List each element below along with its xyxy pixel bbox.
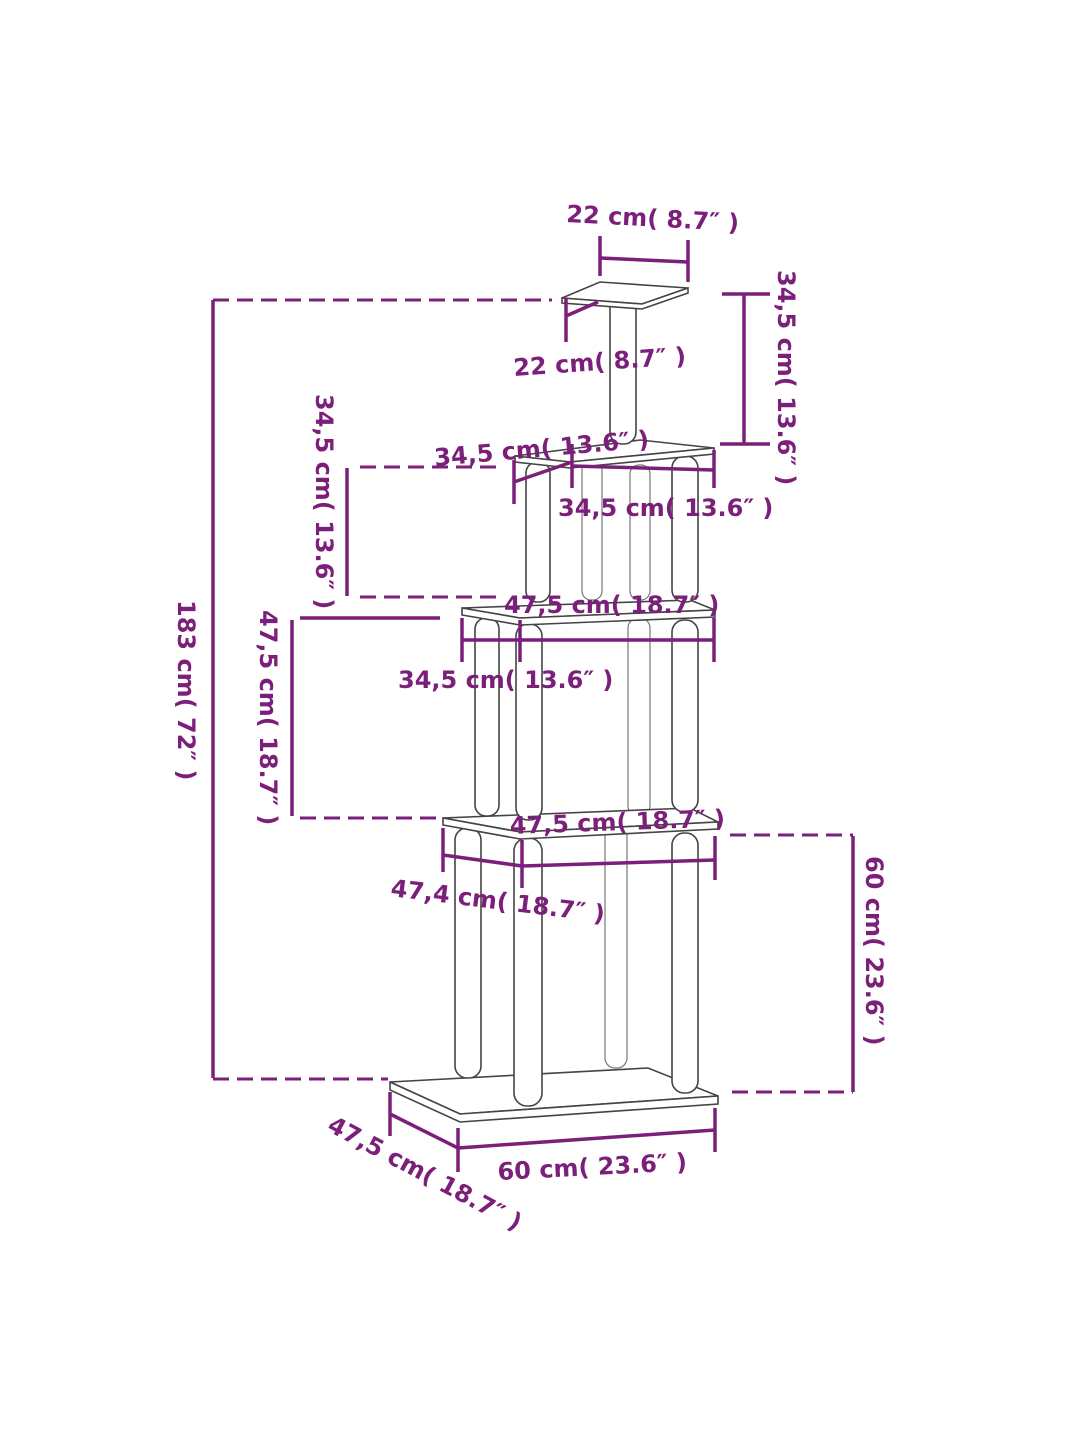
cat-tree-drawing [389,281,722,1123]
dim-level1-depth [442,853,523,868]
dim-top-width [599,256,689,264]
label-level2-height: 47,5 cm( 18.7″ ) [254,610,282,825]
post-l3-left [525,461,551,603]
post-l2-left [474,617,500,817]
post-l3-right [671,455,699,603]
base-platform-front [389,1080,719,1123]
label-total-height: 183 cm( 72″ ) [172,600,200,780]
label-base-depth: 47,5 cm( 18.7″ ) [323,1111,526,1237]
level2-platform-front [461,607,716,626]
label-level1-height: 60 cm( 23.6″ ) [860,856,888,1046]
dim-base-depth [389,1112,459,1150]
label-level2-depth: 34,5 cm( 13.6″ ) [398,666,613,694]
post-far-2 [627,617,651,817]
label-level2-width: 47,5 cm( 18.7″ ) [504,591,719,619]
post-l1-front-left [513,837,543,1107]
label-level3-height: 34,5 cm( 13.6″ ) [310,394,338,609]
dimension-lines [211,236,855,1172]
label-level1-depth: 47,4 cm( 18.7″ ) [389,874,606,928]
label-base-width: 60 cm( 23.6″ ) [497,1148,688,1186]
label-level3-width: 34,5 cm( 13.6″ ) [558,494,773,522]
label-top-depth: 22 cm( 8.7″ ) [512,342,686,382]
dim-level3-depth [513,460,573,484]
level1-platform-front [442,817,719,840]
dim-level1-width [521,858,716,868]
dim-top-depth [565,300,599,318]
post-far-3 [581,449,603,601]
label-top-post-height: 34,5 cm( 13.6″ ) [772,270,800,485]
post-l1-right [671,832,699,1094]
post-l2-right [671,619,699,813]
dim-level3-width [571,464,715,472]
post-far-4 [629,464,651,601]
label-top-width: 22 cm( 8.7″ ) [566,200,740,237]
post-l1-left [454,827,482,1079]
dim-base-width [457,1128,716,1150]
